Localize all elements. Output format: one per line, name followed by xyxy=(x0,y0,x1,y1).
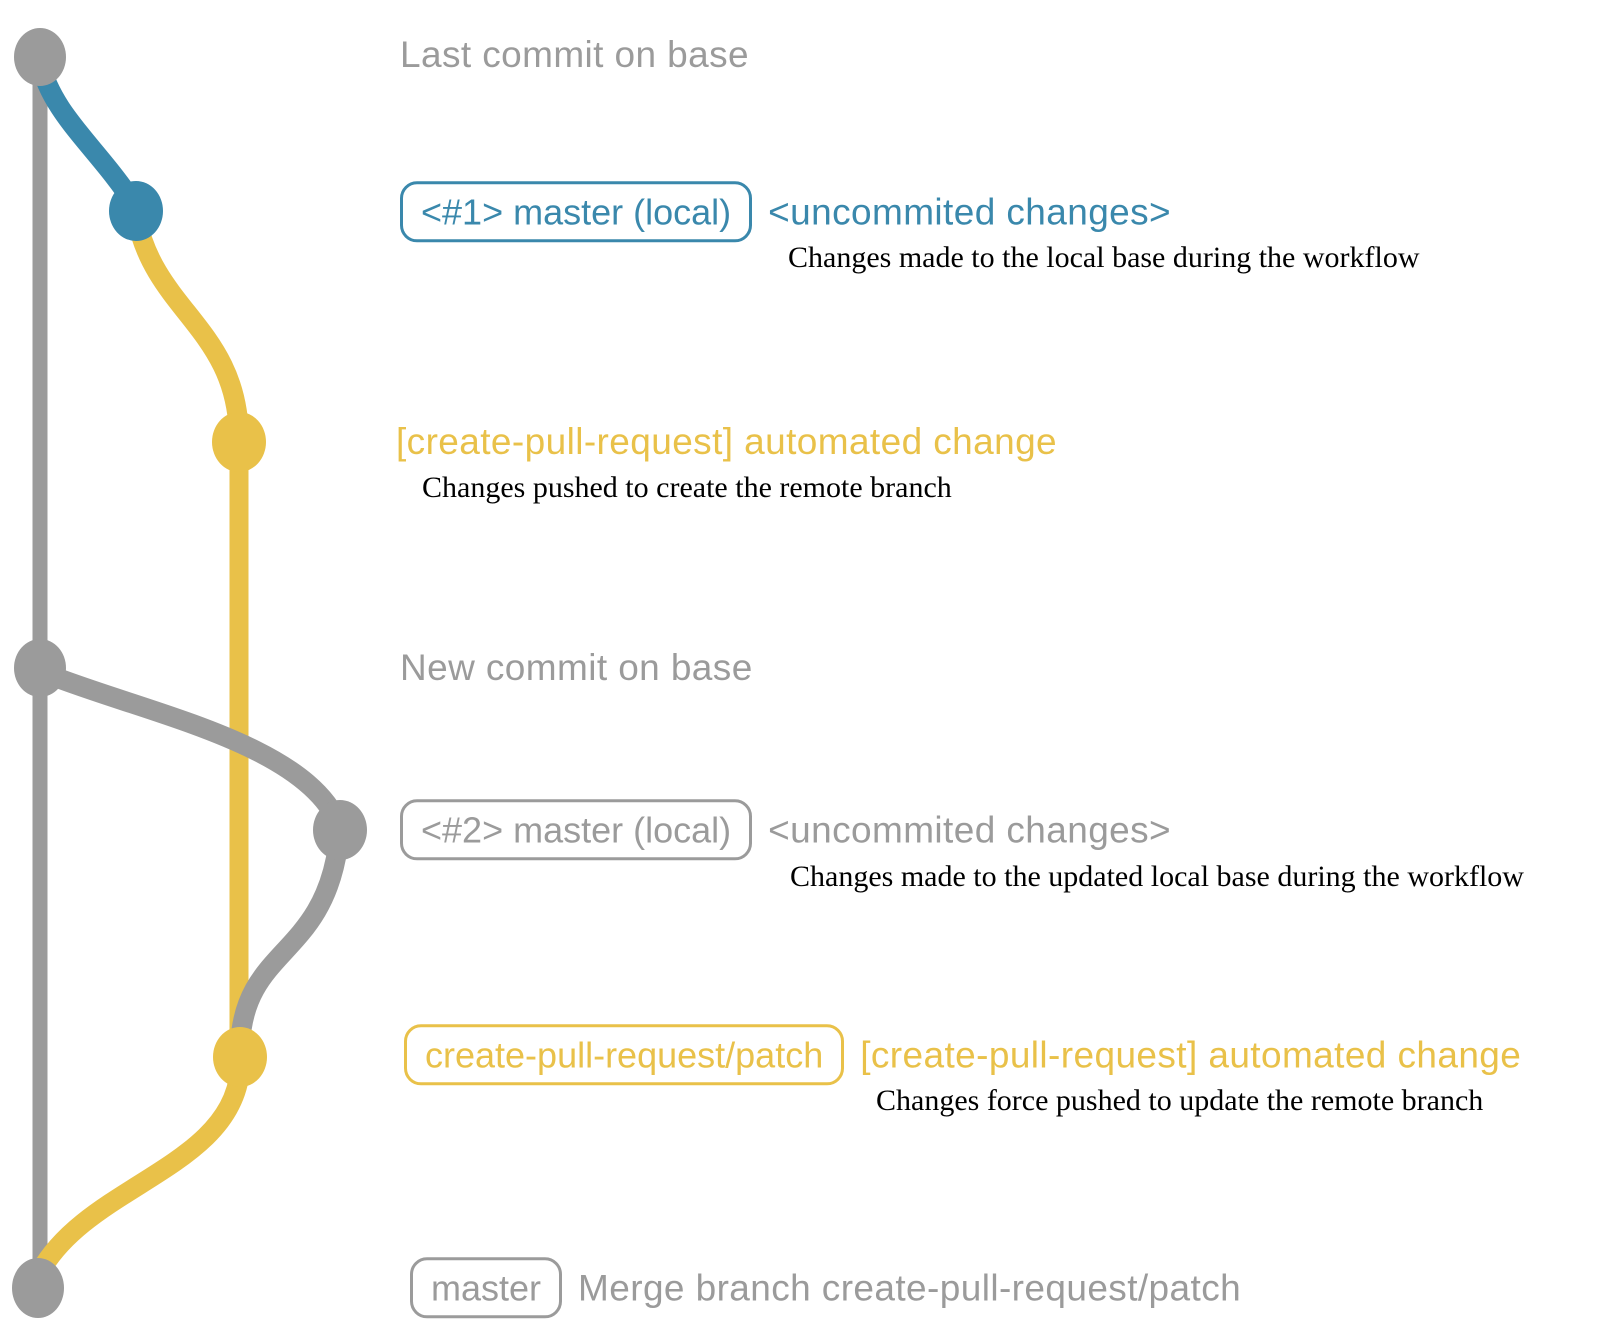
merge-curve xyxy=(30,1060,250,1282)
row-push-1: [create-pull-request] automated change xyxy=(396,421,1057,463)
annotation-local-1: Changes made to the local base during th… xyxy=(788,241,1420,274)
row-push-1-note: Changes pushed to create the remote bran… xyxy=(422,471,952,505)
branch-curve-patch-create xyxy=(127,210,249,450)
branch-ref-badge-master: master xyxy=(410,1257,563,1319)
commit-dot-patch-1 xyxy=(212,412,266,472)
row-push-2: create-pull-request/patch [create-pull-r… xyxy=(404,1024,1522,1086)
commit-dot-local-2 xyxy=(313,800,367,860)
commit-message-new-base: New commit on base xyxy=(400,647,753,688)
row-local-2: <#2> master (local) <uncommited changes> xyxy=(400,799,1172,861)
commit-dot-last-base xyxy=(14,28,66,86)
branch-ref-badge-patch: create-pull-request/patch xyxy=(404,1024,845,1086)
row-local-1: <#1> master (local) <uncommited changes> xyxy=(400,181,1172,243)
row-new-commit: New commit on base xyxy=(400,647,753,689)
annotation-push-2: Changes force pushed to update the remot… xyxy=(876,1084,1484,1117)
row-local-2-note: Changes made to the updated local base d… xyxy=(790,860,1524,894)
branch-curve-patch-update xyxy=(230,836,348,1056)
branch-curve-local-1 xyxy=(30,52,144,214)
commit-message-push-1: [create-pull-request] automated change xyxy=(396,421,1058,462)
annotation-push-1: Changes pushed to create the remote bran… xyxy=(422,471,952,504)
row-merge: master Merge branch create-pull-request/… xyxy=(410,1257,1242,1319)
annotation-local-2: Changes made to the updated local base d… xyxy=(790,860,1524,893)
branch-ref-badge-local-2: <#2> master (local) xyxy=(400,799,753,861)
commit-message-local-2: <uncommited changes> xyxy=(768,808,1172,850)
commit-dot-patch-2 xyxy=(213,1027,267,1087)
commit-message-push-2: [create-pull-request] automated change xyxy=(860,1033,1522,1075)
commit-message-merge: Merge branch create-pull-request/patch xyxy=(578,1266,1242,1308)
branch-ref-badge-local-1: <#1> master (local) xyxy=(400,181,753,243)
commit-dot-local-1 xyxy=(109,181,163,241)
commit-message-local-1: <uncommited changes> xyxy=(768,190,1172,232)
row-last-commit: Last commit on base xyxy=(400,34,749,76)
row-push-2-note: Changes force pushed to update the remot… xyxy=(876,1084,1483,1118)
row-local-1-note: Changes made to the local base during th… xyxy=(788,241,1420,275)
branch-curve-local-2 xyxy=(32,662,349,835)
commit-dot-merge xyxy=(12,1258,64,1318)
commit-dot-new-base xyxy=(14,639,66,697)
commit-message-last-base: Last commit on base xyxy=(400,34,749,75)
